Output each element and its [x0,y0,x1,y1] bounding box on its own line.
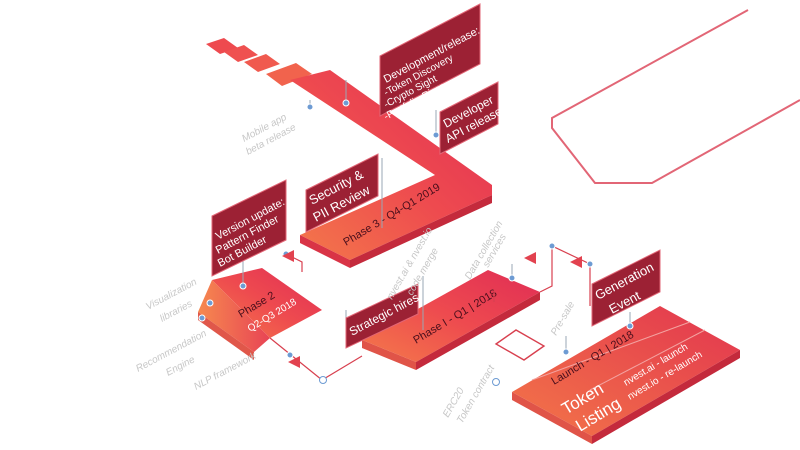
feature-labels: Mobile app beta release Visualization li… [134,112,577,426]
arrow-icon [282,250,294,262]
nlp-label: NLP framework [192,350,259,392]
decorative-outline [551,9,800,184]
decorative-tiles [206,38,312,86]
milestone-dots [198,99,634,386]
phase2-block: Phase 2 Q2-Q3 2018 [198,268,322,360]
callout-developer-api: Developer API release [439,81,504,155]
arrow-icon [570,256,582,268]
callout-version-update: Version update: Pattern Finder Bot Build… [211,179,287,277]
arrow-icon [288,356,300,368]
pre-sale-label: Pre-sale [549,299,577,337]
launch-block: Launch - Q1 | 2018 Token Listing nvest.a… [512,306,740,444]
flow-arrows [282,250,582,368]
arrow-icon [524,252,536,264]
